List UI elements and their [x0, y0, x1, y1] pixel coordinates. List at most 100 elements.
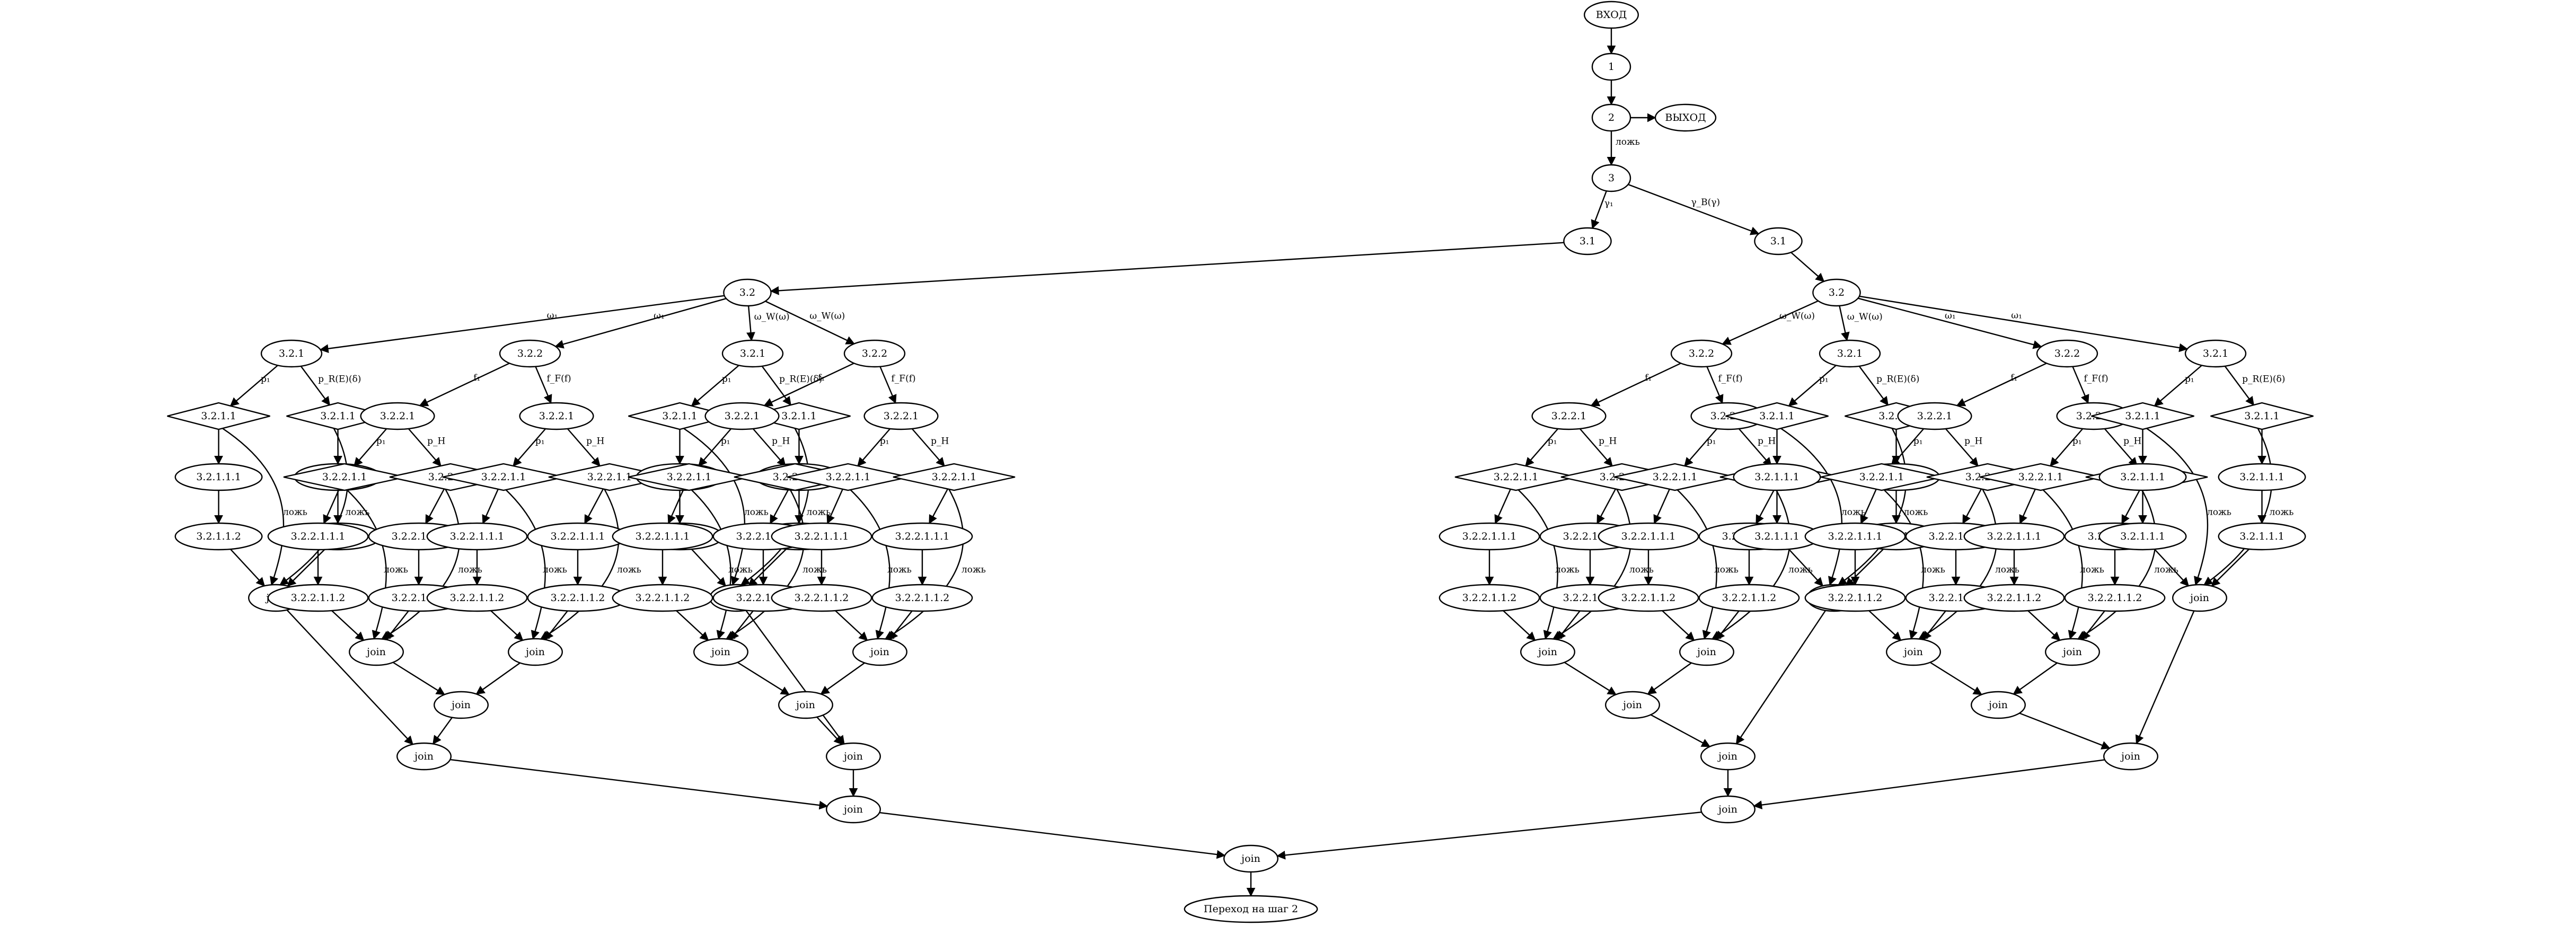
edge-line	[691, 489, 731, 640]
edge-D_Ra2-to-D_Rjoin	[835, 610, 868, 641]
edge-G_Ljoin-to-G_join	[1929, 662, 1982, 695]
node-top_join: join	[1223, 844, 1278, 873]
edge-label: ложь	[1788, 565, 1813, 575]
edge-H_b2-to-H_join	[2211, 549, 2250, 587]
process-ellipse	[174, 463, 263, 491]
edge-H_join-to-GH_join	[2135, 610, 2195, 745]
edge-line	[319, 295, 725, 354]
edge-G_join-to-GH_join	[2019, 712, 2111, 749]
node-label: 3.2.2.1.1.2	[895, 592, 950, 604]
node-L_join: join	[825, 795, 881, 824]
node-label: 3.2.2.1.1.2	[1987, 592, 2042, 604]
process-ellipse	[1679, 638, 1734, 666]
edge-GH_join-to-R_join	[1753, 759, 2105, 809]
edge-line	[300, 366, 330, 406]
edge-E_Ld1-to-E_Ljoin: ложь	[1518, 489, 1580, 640]
edge-L_join-to-top_join	[879, 812, 1226, 859]
edge-line	[1788, 549, 1824, 587]
edge-line	[884, 489, 964, 640]
edge-line	[1838, 428, 1907, 586]
edge-line	[475, 662, 521, 695]
node-label: 3.2.2.1	[1551, 410, 1586, 422]
edge-line	[770, 242, 1564, 295]
node-B_Ld1: 3.2.2.1.1	[283, 463, 406, 491]
edge-line	[1738, 428, 1772, 467]
edge-line	[2019, 489, 2036, 524]
edge-H_d1-to-H_join: ложь	[2146, 428, 2231, 586]
edge-E_L-to-E_Ld1: p₁	[1525, 428, 1559, 467]
edge-label: ложь	[2154, 565, 2178, 575]
edge-G_Lb2-to-G_Ljoin	[1922, 610, 1946, 641]
edge-E_Ld2-to-E_Ljoin: ложь	[1552, 489, 1654, 640]
edge-A_d2-to-A_join: ложь	[279, 428, 369, 586]
node-CD_join: join	[825, 742, 881, 771]
edge-label: p_H	[2123, 436, 2141, 446]
edge-L_32-to-A_321: ω₁	[319, 295, 725, 354]
node-label: 2	[1608, 112, 1615, 124]
edge-line	[1276, 811, 1702, 860]
edge-line	[676, 610, 709, 641]
node-label: 3.2.2.1.1.1	[795, 531, 849, 542]
edge-line	[691, 365, 739, 407]
edge-label: ω_W(ω)	[809, 311, 845, 321]
node-E_La2: 3.2.2.1.1.2	[1439, 584, 1540, 612]
node-label: ВХОД	[1596, 9, 1627, 21]
edge-G_322-to-G_R: f_F(f)	[2072, 366, 2109, 404]
edge-line	[331, 610, 365, 641]
edge-F_d2-to-F_join: ложь	[1838, 428, 1928, 586]
node-label: 3.2.2	[862, 348, 887, 359]
node-label: 3.2.2.1.1.2	[291, 592, 346, 604]
edge-R_31-to-R_32	[1790, 252, 1825, 283]
edge-B_Ld2-to-B_Ljoin: ложь	[381, 489, 482, 640]
edge-H_321-to-H_d2: p_R(E)(δ)	[2224, 366, 2285, 406]
edge-line	[2072, 366, 2089, 404]
node-label: join	[413, 751, 434, 762]
edge-line	[540, 489, 620, 640]
edge-label: p_R(E)(δ)	[318, 374, 361, 385]
node-E_Ra2: 3.2.2.1.1.2	[1598, 584, 1699, 612]
edge-line	[1753, 759, 2105, 809]
edge-line	[1962, 488, 1982, 524]
edge-line	[1557, 610, 1581, 641]
edge-C_b2-to-C_join	[748, 549, 787, 587]
edge-D_L-to-D_Ld2: p_H	[752, 428, 790, 467]
node-label: 3.2.2.1.1.1	[1462, 531, 1517, 542]
process-ellipse	[721, 339, 784, 368]
edge-label: ложь	[728, 565, 753, 575]
node-label: 3.2.2.1.1.2	[1621, 592, 1676, 604]
edge-line	[770, 488, 790, 524]
edge-B_Ld2-to-B_Lb1	[425, 488, 445, 524]
edge-line	[346, 489, 387, 640]
edge-label: f_F(f)	[547, 373, 571, 384]
node-label: 3.2.2	[2054, 348, 2080, 359]
edge-line	[1956, 363, 2047, 407]
edge-line	[826, 489, 843, 524]
edge-label: p₁	[721, 436, 730, 446]
edge-B_Ljoin-to-B_join	[392, 662, 445, 695]
node-label: 3.2.1	[1837, 348, 1863, 359]
node-label: 3.2.2.1	[884, 410, 919, 422]
node-E_Rb2: 3.2.2.1.1.2	[1698, 584, 1800, 612]
edge-line	[911, 428, 945, 467]
node-vyhod: ВЫХОД	[1654, 103, 1717, 132]
edge-G_Ra2-to-G_Rjoin	[2027, 610, 2061, 641]
node-label: 3.2.1	[740, 348, 765, 359]
process-ellipse	[2218, 522, 2306, 551]
edge-line	[222, 428, 285, 586]
node-label: 3.2.1.1	[320, 410, 355, 422]
edge-label: ложь	[617, 565, 641, 575]
edge-label: p_H	[1964, 436, 1982, 446]
node-A_a2: 3.2.1.1.2	[174, 522, 263, 551]
edge-R_join-to-top_join	[1276, 811, 1702, 860]
edge-B_Rd2-to-B_Rb1	[584, 488, 604, 524]
edge-line	[1518, 489, 1558, 640]
node-R_32: 3.2	[1812, 278, 1861, 307]
decision-diamond	[2210, 402, 2314, 430]
node-label: 3.2.2.1.1.1	[450, 531, 505, 542]
node-R_31: 3.1	[1754, 227, 1803, 255]
edge-line	[2013, 662, 2058, 695]
edge-line	[535, 366, 552, 404]
edge-line	[408, 428, 442, 467]
process-ellipse	[508, 638, 563, 666]
